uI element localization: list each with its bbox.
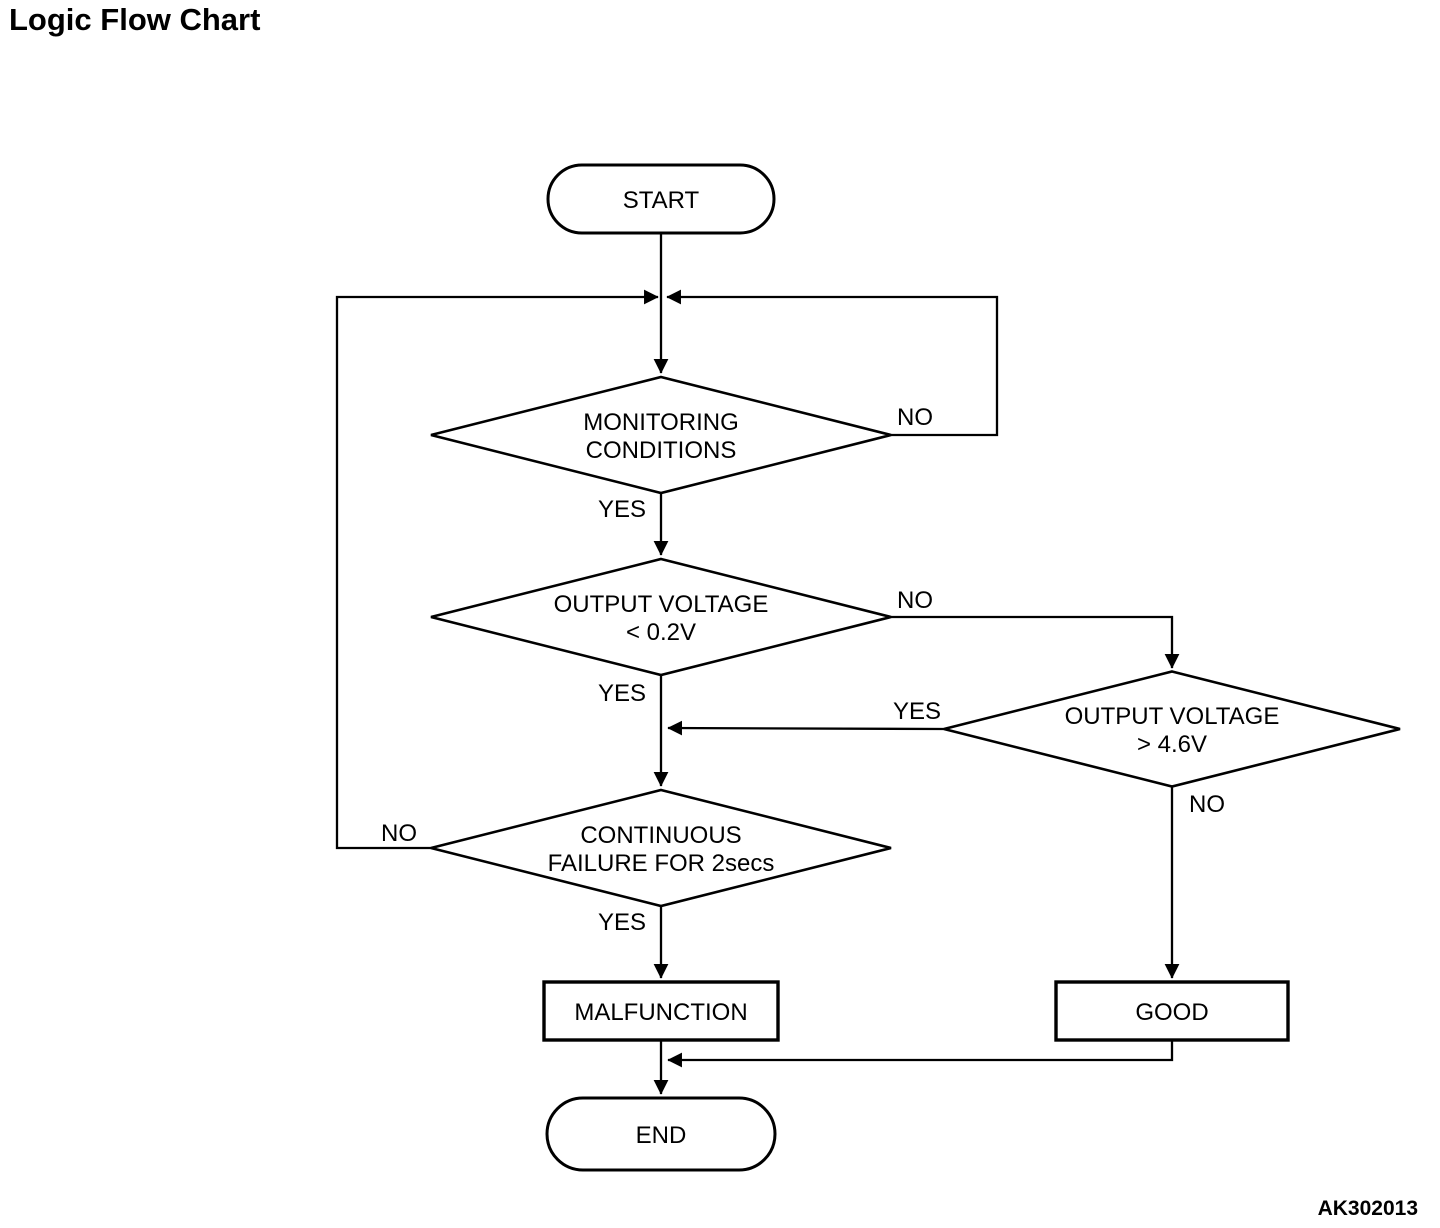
- malfunction-shape: [542, 980, 780, 1042]
- end-shape: [545, 1096, 777, 1172]
- malfunction-label: MALFUNCTION: [574, 999, 747, 1026]
- edge-label-output-low-yes: YES: [598, 680, 646, 707]
- edge-line-monitoring-no-loop: [666, 289, 999, 437]
- edge-output-high-yes-merge: YES: [667, 698, 945, 736]
- edge-line-continuous-no-loop: [335, 289, 659, 850]
- edge-continuous-no-loop: NO: [335, 289, 659, 850]
- page-title: Logic Flow Chart: [9, 2, 261, 37]
- output-voltage-high-label: OUTPUT VOLTAGE> 4.6V: [1065, 703, 1280, 758]
- edge-label-output-high-no: NO: [1189, 791, 1225, 818]
- edge-output-low-yes: YES: [598, 675, 669, 787]
- output-voltage-high-shape: [943, 670, 1401, 788]
- start-label: START: [623, 187, 700, 214]
- monitoring-shape: [430, 375, 892, 495]
- edge-monitoring-no-loop: NO: [666, 289, 999, 437]
- edge-label-continuous-no-loop: NO: [381, 820, 417, 847]
- edge-line-output-high-yes-merge: [667, 720, 945, 736]
- end-label: END: [636, 1122, 687, 1149]
- node-end: END: [545, 1096, 777, 1172]
- node-start: START: [546, 163, 776, 235]
- edge-line-good-merge: [667, 1040, 1174, 1068]
- edge-good-merge: [667, 1040, 1174, 1068]
- node-good: GOOD: [1054, 980, 1290, 1042]
- good-shape: [1054, 980, 1290, 1042]
- edge-label-continuous-yes: YES: [598, 909, 646, 936]
- edge-monitoring-yes: YES: [598, 493, 669, 556]
- continuous-failure-shape: [430, 788, 892, 908]
- edge-output-high-no: NO: [1164, 787, 1225, 979]
- edge-label-output-low-no: NO: [897, 587, 933, 614]
- edge-continuous-yes: YES: [598, 906, 669, 979]
- edge-label-monitoring-yes: YES: [598, 496, 646, 523]
- output-voltage-low-label: OUTPUT VOLTAGE< 0.2V: [554, 591, 769, 646]
- start-shape: [546, 163, 776, 235]
- edge-label-output-high-yes-merge: YES: [893, 698, 941, 725]
- good-label: GOOD: [1135, 999, 1208, 1026]
- figure-code: AK302013: [1317, 1197, 1418, 1220]
- node-malfunction: MALFUNCTION: [542, 980, 780, 1042]
- output-voltage-low-shape: [430, 557, 892, 677]
- node-output-voltage-low: OUTPUT VOLTAGE< 0.2V: [430, 557, 892, 677]
- edge-label-monitoring-no-loop: NO: [897, 404, 933, 431]
- edge-line-output-low-no: [891, 615, 1180, 669]
- node-output-voltage-high: OUTPUT VOLTAGE> 4.6V: [943, 670, 1401, 788]
- edge-output-low-no: NO: [891, 587, 1180, 669]
